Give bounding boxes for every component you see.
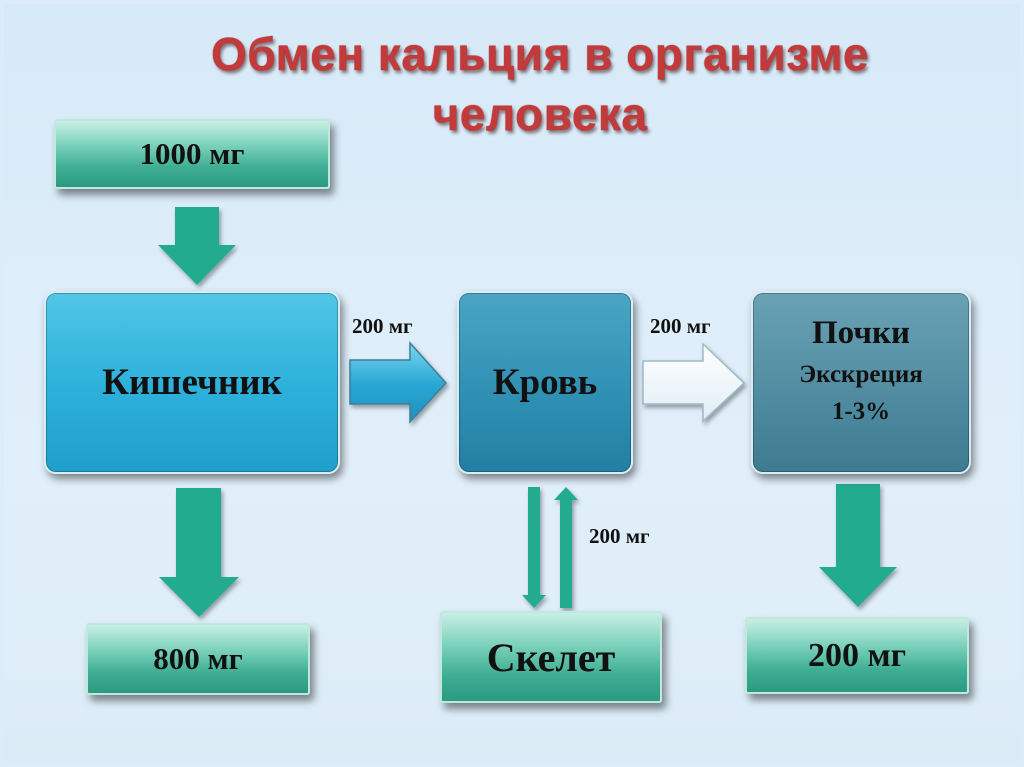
intestine-label: Кишечник bbox=[102, 362, 282, 403]
kidney-excretion: Экскреция bbox=[799, 361, 923, 388]
feces-label: 800 мг bbox=[153, 641, 243, 676]
urine-label: 200 мг bbox=[807, 636, 907, 674]
kidney-title: Почки bbox=[812, 315, 910, 351]
flow-label-intestine-blood: 200 мг bbox=[352, 314, 413, 338]
arrow-blood-to-kidney bbox=[642, 342, 746, 423]
intestine-box: Кишечник bbox=[44, 291, 340, 474]
kidney-box: Почки Экскреция 1-3% bbox=[751, 291, 971, 474]
arrow-intestine-to-feces bbox=[159, 488, 239, 617]
skeleton-label: Скелет bbox=[486, 634, 616, 680]
blood-label: Кровь bbox=[492, 362, 598, 403]
blood-box: Кровь bbox=[457, 291, 633, 474]
urine-box: 200 мг bbox=[745, 617, 969, 694]
arrow-kidney-to-urine bbox=[819, 484, 897, 607]
arrow-intake-to-intestine bbox=[158, 207, 236, 285]
arrow-blood-to-skeleton bbox=[522, 487, 546, 608]
slide-title: Обмен кальция в организме человека bbox=[100, 24, 980, 144]
title-line-1: Обмен кальция в организме bbox=[211, 28, 869, 80]
arrow-intestine-to-blood bbox=[349, 341, 448, 424]
intake-label: 1000 мг bbox=[139, 136, 245, 171]
feces-box: 800 мг bbox=[86, 623, 310, 695]
flow-label-blood-kidney: 200 мг bbox=[650, 314, 711, 338]
arrow-skeleton-to-blood bbox=[554, 487, 578, 608]
flow-label-blood-skeleton: 200 мг bbox=[589, 524, 650, 548]
kidney-percent: 1-3% bbox=[831, 398, 891, 425]
skeleton-box: Скелет bbox=[440, 611, 662, 703]
title-line-2: человека bbox=[432, 88, 648, 140]
intake-box: 1000 мг bbox=[54, 119, 330, 189]
